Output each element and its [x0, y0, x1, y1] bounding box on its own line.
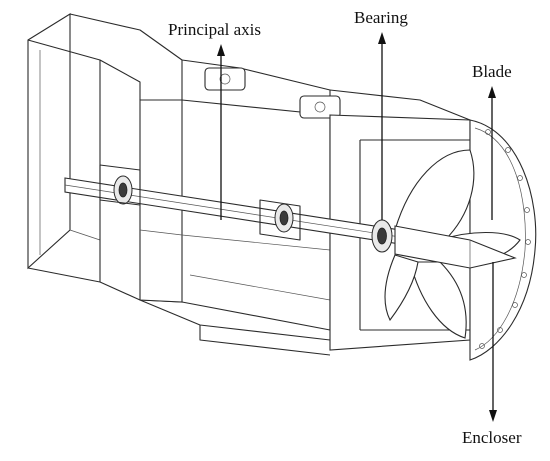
blade-arrow: [488, 86, 496, 220]
bearing-label: Bearing: [354, 8, 408, 27]
flange-bolt-holes: [479, 129, 531, 349]
principal-axis-arrow: [217, 44, 225, 220]
bearing-right: [371, 219, 393, 253]
encloser-arrow: [489, 262, 497, 422]
bearing-middle: [274, 203, 294, 233]
bearing-left: [113, 175, 133, 205]
encloser-label: Encloser: [462, 428, 522, 447]
bearing-arrow: [378, 32, 386, 220]
blade-label: Blade: [472, 62, 512, 81]
principal-axis-label: Principal axis: [168, 20, 262, 39]
inlet-housing: [27, 13, 183, 303]
